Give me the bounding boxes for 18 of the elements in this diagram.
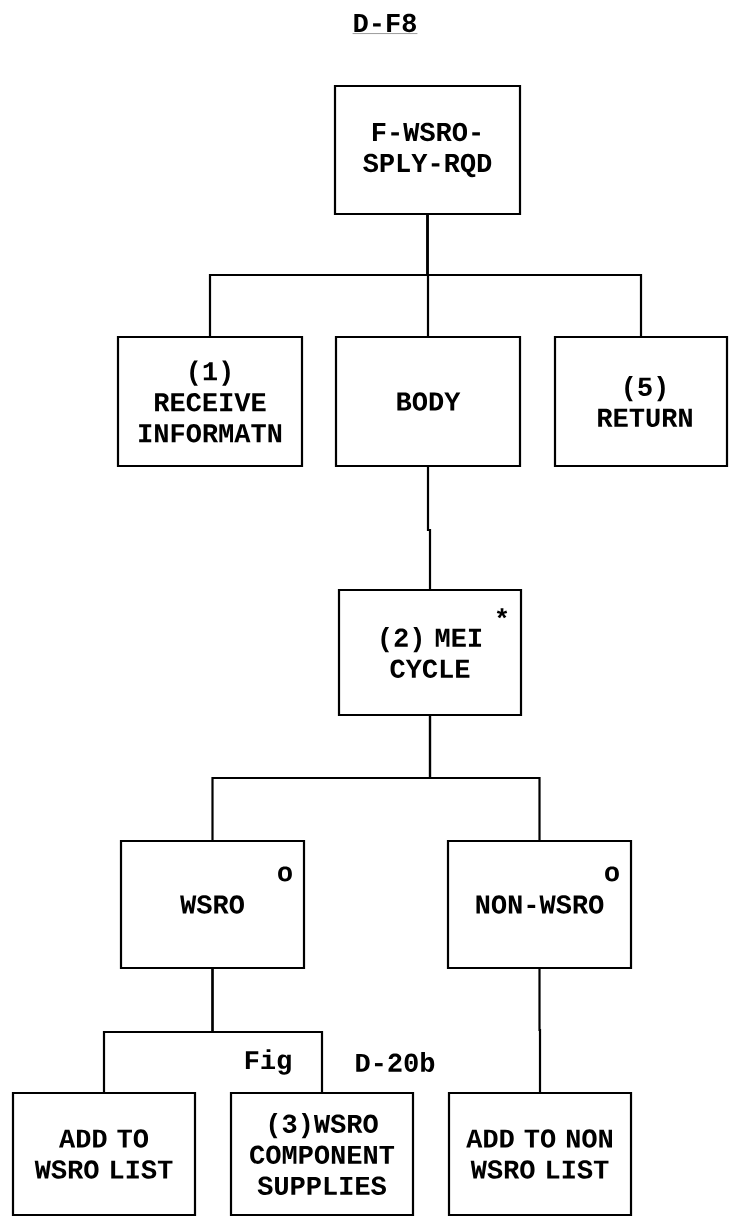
process-box: F-WSRO- SPLY-RQD bbox=[333, 84, 522, 216]
connector-line bbox=[428, 715, 541, 841]
process-box: BODY bbox=[334, 335, 522, 468]
title: D-F8 bbox=[352, 13, 418, 34]
process-box: (1) RECEIVE INFORMATN bbox=[116, 335, 304, 468]
figure-reference: D-20b bbox=[356, 1052, 435, 1072]
connector-line bbox=[426, 466, 432, 590]
selection-mark: o bbox=[605, 866, 619, 882]
selection-mark: o bbox=[278, 866, 292, 882]
connector-line bbox=[538, 968, 542, 1093]
process-box: ADD TO NON WSRO LIST bbox=[447, 1091, 633, 1217]
process-box: (5) RETURN bbox=[553, 335, 729, 468]
figure-reference: Fig bbox=[245, 1049, 291, 1075]
star-mark: * bbox=[496, 608, 508, 619]
process-box: ADD TO WSRO LIST bbox=[11, 1091, 197, 1217]
process-box: (3)WSRO COMPONENT SUPPLIES bbox=[229, 1091, 415, 1217]
connector-line bbox=[211, 968, 324, 1093]
connector-line bbox=[426, 214, 643, 337]
